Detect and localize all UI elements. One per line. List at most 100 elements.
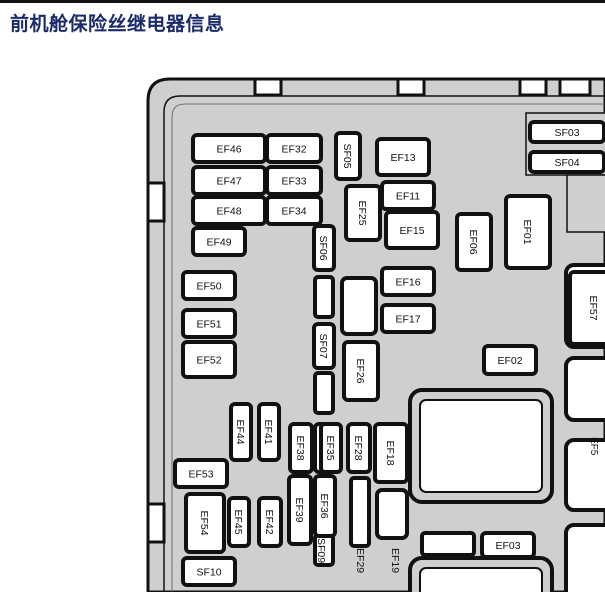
fuse-label: EF53 — [188, 469, 213, 481]
fuse-ef52: EF52 — [181, 340, 237, 379]
empty-slot — [340, 276, 378, 336]
fuse-ef26: EF26 — [342, 340, 380, 402]
housing-tab — [518, 77, 548, 97]
fuse-ef51: EF51 — [181, 308, 237, 339]
fuse-label: EF19 — [389, 548, 401, 573]
fuse-body — [373, 422, 409, 484]
fuse-ef44: EF44 — [229, 402, 253, 462]
page-title: 前机舱保险丝继电器信息 — [10, 13, 225, 35]
empty-slot — [420, 531, 476, 557]
fuse-label: EF34 — [281, 206, 306, 218]
housing-inner — [163, 95, 605, 592]
fuse-body — [181, 308, 237, 339]
fuse-label: EF03 — [495, 540, 520, 552]
fuse-label: EF50 — [196, 281, 221, 293]
fuse-ef02: EF02 — [482, 344, 538, 376]
fuse-ef54: EF54 — [184, 492, 226, 554]
fuse-ef48: EF48 — [191, 195, 267, 226]
empty-slot — [349, 476, 371, 548]
relay-socket — [566, 174, 605, 233]
fuse-body — [568, 270, 605, 346]
fuse-label: SF09 — [315, 538, 327, 563]
fuse-label: EF16 — [395, 277, 420, 289]
housing-tab — [253, 77, 283, 97]
fuse-label: SF10 — [196, 567, 221, 579]
fuse-label: EF52 — [196, 355, 221, 367]
empty-slot — [375, 488, 409, 540]
fuse-ef29: EF29 — [354, 548, 366, 573]
fuse-ef25: EF25 — [344, 184, 382, 242]
fuse-label: EF42 — [263, 509, 275, 534]
empty-slot — [313, 275, 335, 319]
fuse-label: SF04 — [554, 157, 579, 169]
fuse-label: EF11 — [396, 191, 420, 203]
housing-tab — [146, 181, 166, 223]
fuse-label: SF05 — [341, 143, 353, 168]
fuse-body — [313, 474, 337, 538]
fuse-sf09: SF09 — [315, 538, 327, 563]
fuse-body — [312, 322, 336, 370]
fuse-ef16: EF16 — [380, 266, 436, 297]
empty-slot — [313, 371, 335, 415]
fuse-label: EF02 — [497, 355, 522, 367]
fuse-body — [384, 210, 440, 250]
fuse-body — [504, 194, 552, 270]
fuse-ef28: EF28 — [346, 422, 372, 474]
fuse-body — [181, 340, 237, 379]
fuse-body — [265, 195, 323, 226]
fuse-sf05: SF05 — [334, 131, 362, 181]
fuse-ef33: EF33 — [265, 165, 323, 196]
fuse-ef46: EF46 — [191, 133, 267, 164]
fuse-ef35: EF35 — [319, 422, 343, 474]
housing-tab — [146, 502, 166, 544]
fuse-ef32: EF32 — [265, 133, 323, 164]
fuse-body — [455, 212, 493, 272]
fuse-body — [287, 474, 313, 546]
fuse-ef06: EF06 — [455, 212, 493, 272]
fuse-ef57: EF57 — [568, 270, 605, 346]
fuse-body — [528, 120, 605, 144]
fuse-body — [342, 340, 380, 402]
fuse-ef42: EF42 — [257, 496, 283, 548]
fuse-label: EF06 — [467, 229, 479, 254]
top-rule — [0, 0, 605, 3]
fuse-label: EF25 — [356, 200, 368, 225]
clipped-label: EF5 — [588, 437, 599, 456]
fuse-sf10: SF10 — [181, 556, 237, 587]
fuse-label: EF36 — [318, 493, 330, 518]
fuse-ef36: EF36 — [313, 474, 337, 538]
fuse-label: EF54 — [198, 510, 210, 535]
fuse-body — [482, 344, 538, 376]
relay-large-face — [419, 567, 543, 592]
housing-inner-2 — [171, 103, 605, 592]
relay-right — [564, 523, 605, 592]
fuse-body — [380, 303, 436, 334]
fuse-ef03: EF03 — [480, 531, 536, 559]
fuse-ef45: EF45 — [227, 496, 251, 548]
housing-tab — [396, 77, 426, 97]
fuse-label: EF28 — [352, 435, 364, 460]
fuse-ef47: EF47 — [191, 165, 267, 196]
fuse-label: EF15 — [399, 225, 424, 237]
fuse-ef01: EF01 — [504, 194, 552, 270]
fuse-body — [227, 496, 251, 548]
fuse-label: EF18 — [384, 440, 396, 465]
fuse-label: EF35 — [324, 435, 336, 460]
fuse-label: EF49 — [206, 237, 231, 249]
fuse-sf04: SF04 — [528, 150, 605, 174]
fuse-ef39: EF39 — [287, 474, 313, 546]
fuse-body — [288, 422, 314, 474]
fuse-label: EF51 — [196, 319, 221, 331]
fuse-sf06: SF06 — [312, 224, 336, 272]
fuse-ef50: EF50 — [181, 270, 237, 301]
fuse-ef11: EF11 — [380, 180, 436, 211]
fuse-body — [480, 531, 536, 559]
housing-tab — [558, 77, 592, 97]
fuse-ef15: EF15 — [384, 210, 440, 250]
relay-right — [564, 356, 605, 422]
fuse-label: EF46 — [216, 144, 241, 156]
fuse-body — [380, 266, 436, 297]
fuse-label: SF03 — [554, 127, 579, 139]
